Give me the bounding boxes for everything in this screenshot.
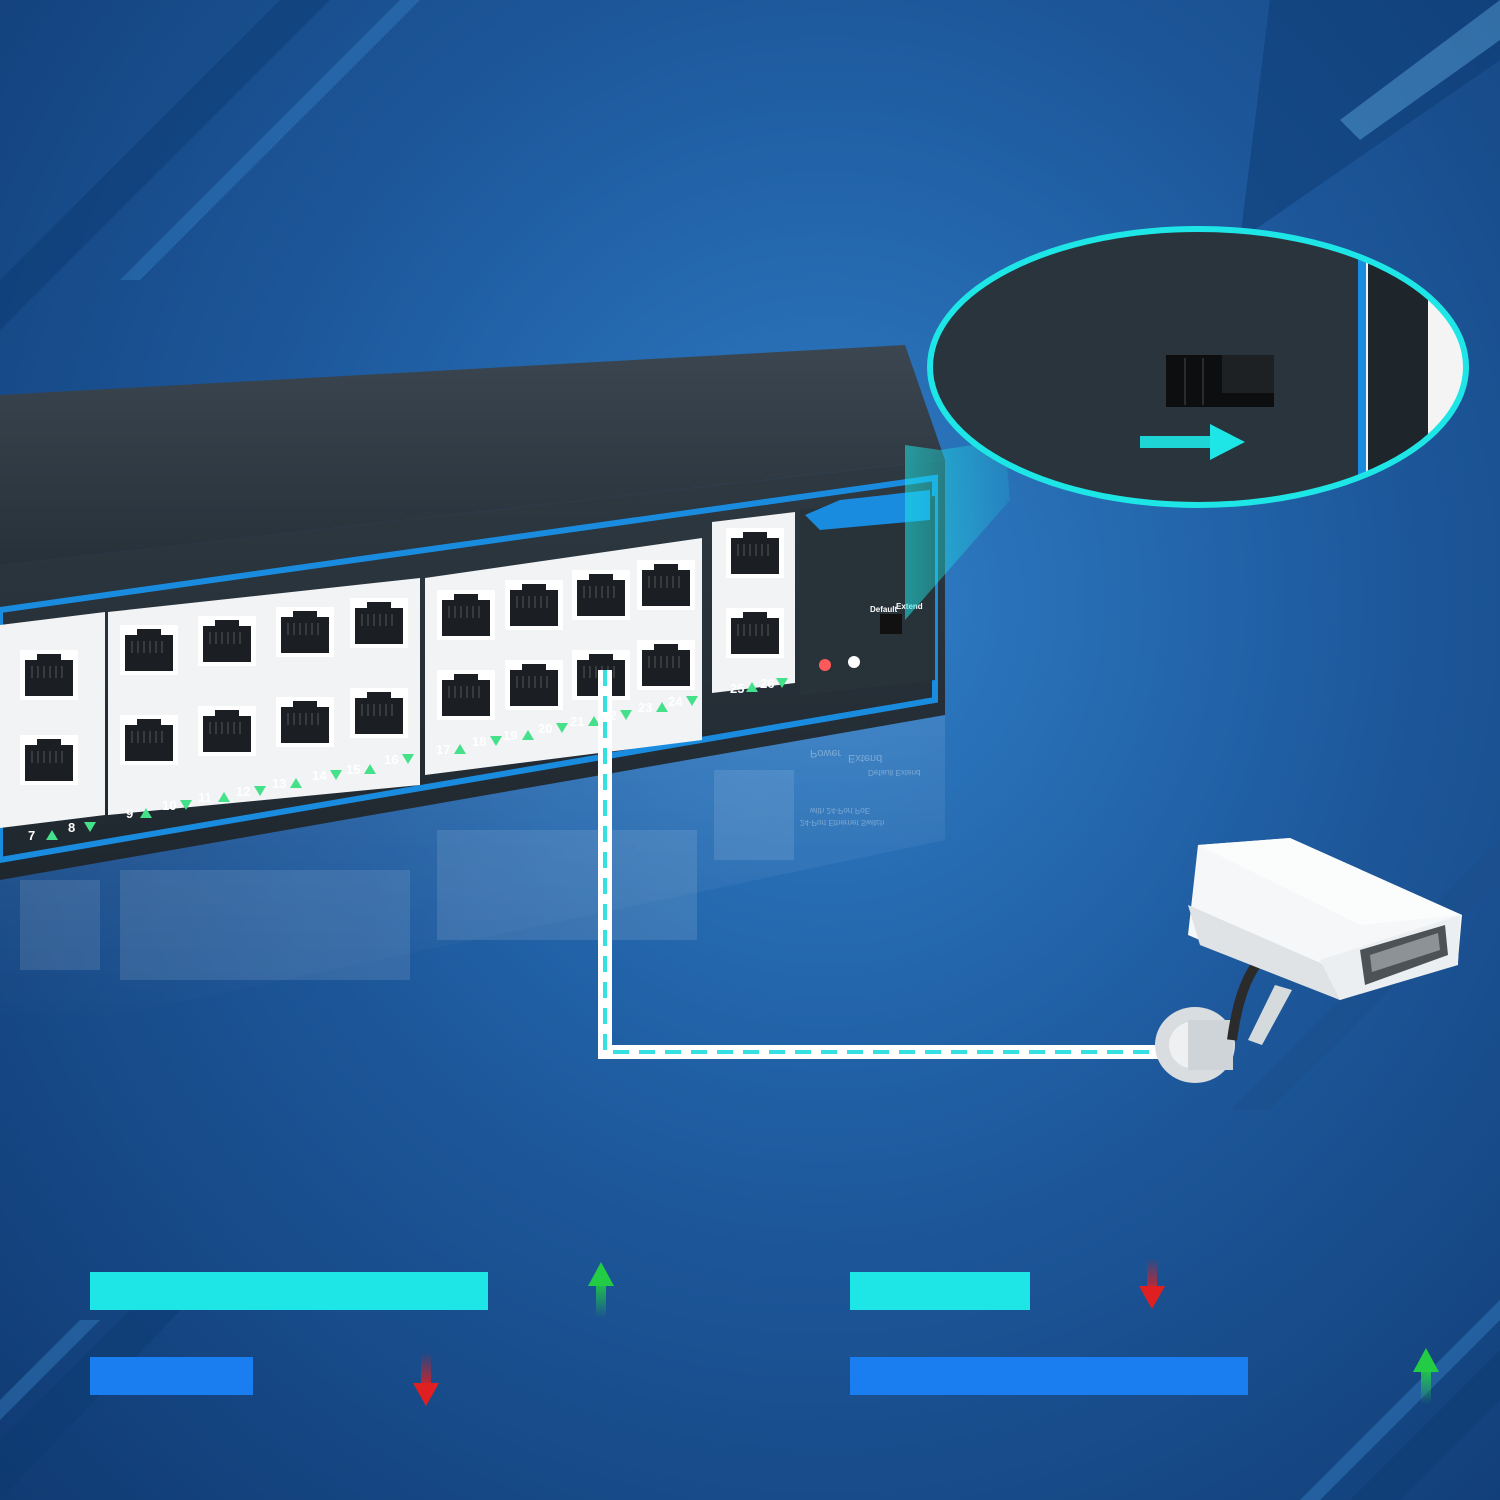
comparison-bar-left-cyan: [90, 1272, 488, 1310]
switch-blue-trim: [0, 474, 938, 864]
dip-switch: [880, 614, 902, 634]
port-label-25: 25: [730, 681, 744, 696]
reflection-default-extend-label: Default Extend: [868, 768, 920, 777]
reflection-model-line1: 24-Port Ethernet Switch: [800, 818, 884, 827]
arrow-down-icon: [1139, 1258, 1165, 1309]
default-label: Default: [870, 605, 897, 614]
comparison-bar-right-blue: [850, 1357, 1248, 1395]
comparison-bar-right-cyan: [850, 1272, 1030, 1310]
link-indicators: [46, 678, 788, 840]
zoom-beam: [905, 440, 1010, 620]
power-led: [819, 659, 831, 671]
port-label-11: 11: [198, 790, 212, 805]
status-led: [848, 656, 860, 668]
port-label-16: 16: [384, 752, 398, 767]
port-label-18: 18: [472, 734, 486, 749]
security-camera-icon: [1155, 838, 1462, 1083]
arrow-up-icon: [588, 1262, 614, 1318]
port-label-12: 12: [236, 784, 250, 799]
network-cable: [598, 670, 1170, 1059]
port-label-26: 26: [760, 676, 774, 691]
port-group-2: [108, 578, 420, 815]
port-label-10: 10: [162, 798, 176, 813]
arrow-down-icon: [413, 1352, 439, 1406]
port-label-13: 13: [272, 776, 286, 791]
port-label-7: 7: [28, 828, 35, 843]
port-label-9: 9: [126, 806, 133, 821]
switch-reflection: Power Extend Default Extend 24-Port Ethe…: [0, 715, 945, 1040]
comparison-section: [90, 1258, 1439, 1406]
port-label-8: 8: [68, 820, 75, 835]
switch-top: [0, 345, 945, 565]
port-group-1: [0, 612, 105, 828]
port-label-24: 24: [668, 694, 683, 709]
port-label-15: 15: [346, 762, 360, 777]
port-label-21: 21: [570, 714, 584, 729]
reflection-extend-label: Extend: [848, 752, 882, 764]
comparison-bar-left-blue: [90, 1357, 253, 1395]
reflection-power-label: Power: [810, 747, 842, 759]
zoom-callout: [927, 226, 1469, 508]
port-label-23: 23: [638, 700, 652, 715]
port-label-20: 20: [538, 721, 552, 736]
arrow-right-icon: [1140, 424, 1245, 460]
port-label-17: 17: [436, 742, 450, 757]
port-label-19: 19: [503, 728, 517, 743]
arrow-up-icon: [1413, 1348, 1439, 1404]
reflection-model-line2: with 24-Port PoE: [809, 806, 870, 815]
port-label-14: 14: [312, 768, 327, 783]
control-section: Default Extend: [800, 490, 935, 695]
